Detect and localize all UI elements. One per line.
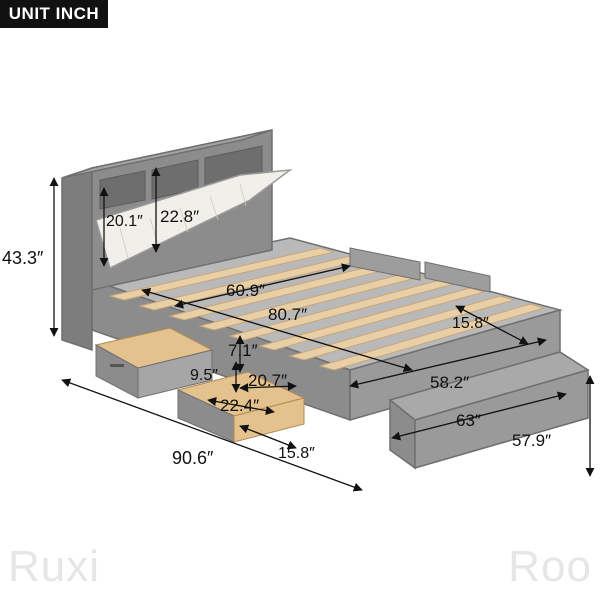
label-drawer-inner-width: 20.7″ — [248, 371, 287, 390]
label-drawer-inner-depth: 9.5″ — [190, 367, 218, 384]
label-drawer-width: 22.4″ — [220, 396, 259, 415]
label-trundle-width: 63″ — [456, 411, 481, 430]
label-trundle-side: 15.8″ — [452, 315, 489, 332]
unit-badge: UNIT INCH — [0, 0, 108, 28]
watermark-right: Roo — [508, 542, 592, 591]
label-drawer-depth: 15.8″ — [278, 445, 315, 462]
label-overall-length: 90.6″ — [172, 448, 214, 468]
cushion-tufting — [119, 183, 247, 259]
label-foot-width: 57.9″ — [512, 431, 551, 450]
dim-line-trundle-width — [391, 391, 567, 441]
label-headboard-shelf: 20.1″ — [106, 213, 143, 230]
headboard-top — [61, 129, 273, 179]
label-trundle-length: 58.2″ — [430, 373, 469, 392]
dim-line-trundle-length — [349, 337, 547, 389]
label-inner-width: 60.9″ — [226, 281, 265, 300]
dim-line-overall-length — [61, 378, 363, 492]
label-headboard-cushion: 22.8″ — [160, 207, 199, 226]
dim-line-drawer-depth — [239, 424, 297, 450]
label-inner-length: 80.7″ — [268, 305, 307, 324]
label-height-total: 43.3″ — [2, 248, 44, 268]
watermark-left: Ruxi — [8, 542, 101, 591]
storage-box-right — [349, 247, 421, 281]
storage-box-right-2 — [424, 261, 491, 293]
headboard-side — [61, 166, 93, 352]
label-drawer-height: 7.1″ — [228, 341, 258, 360]
